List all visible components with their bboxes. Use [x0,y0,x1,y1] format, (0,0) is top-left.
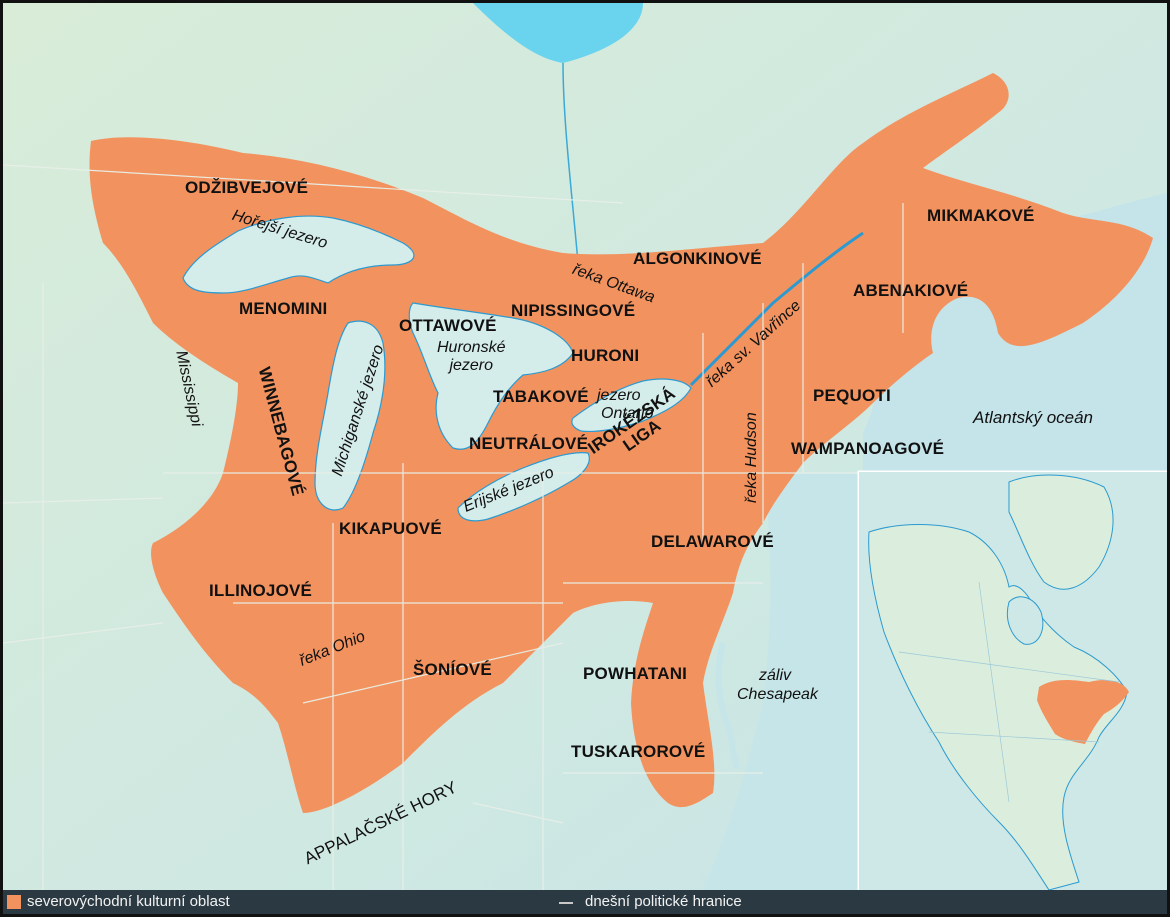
legend-border-label: dnešní politické hranice [585,893,742,910]
inset-culture-area [1037,679,1129,744]
label-jezero-ontario: jezero Ontario [597,387,653,423]
label-ontario: Ontario [601,405,654,422]
label-tuskarorove: TUSKAROROVÉ [571,742,706,761]
main-map [3,3,1167,890]
label-powhatani: POWHATANI [583,664,688,683]
label-abenakiove: ABENAKIOVÉ [853,281,969,300]
label-huronske-jezero: Huronské jezero [437,339,505,375]
inset-greenland [1008,474,1114,590]
label-soniove: ŠONÍOVÉ [413,660,492,679]
label-mikmakove: MIKMAKOVÉ [927,206,1035,225]
political-borders [3,164,904,890]
label-pequoti: PEQUOTI [813,386,891,405]
label-zaliv-chesapeak: záliv Chesapeak [737,666,818,704]
label-delawarove: DELAWAROVÉ [651,532,774,551]
coastal-water [703,473,863,890]
label-atlantsky-ocean: Atlantský oceán [973,408,1094,427]
inset-hudson-bay [1006,596,1044,645]
label-chesapeak: Chesapeak [737,686,818,703]
inset-continent [868,524,1128,890]
label-odzibvejove: ODŽIBVEJOVÉ [185,178,309,197]
label-illinojove: ILLINOJOVÉ [209,581,313,600]
label-huroni: HURONI [571,346,640,365]
legend-culture-area-swatch [7,895,21,909]
legend-bar: severovýchodní kulturní oblast dnešní po… [3,890,1167,914]
chesapeake-bay [715,642,741,770]
label-tabakove: TABAKOVÉ [493,387,589,406]
label-zaliv: záliv [759,667,792,684]
legend-border-line-icon [559,902,573,904]
lake-huron [408,302,574,450]
label-algonkinove: ALGONKINOVÉ [633,249,762,268]
lake-ontario [571,378,692,433]
st-lawrence-river [689,231,864,387]
label-kikapuove: KIKAPUOVÉ [339,519,442,538]
legend-culture-area-label: severovýchodní kulturní oblast [27,893,230,910]
lake-superior [182,215,415,294]
label-huronske-jezero-word: jezero [449,357,494,374]
label-ontario-jezero-word: jezero [597,387,641,404]
label-reka-hudson: řeka Hudson [743,412,760,503]
label-ottawove: OTTAWOVÉ [399,316,497,335]
label-nipissingove: NIPISSINGOVÉ [511,301,636,320]
label-neutralove: NEUTRÁLOVÉ [469,434,589,453]
label-huronske: Huronské [437,339,506,356]
label-menomini: MENOMINI [239,299,328,318]
hudson-bay-water [473,3,643,63]
lake-michigan [314,320,386,511]
lake-erie [457,452,590,522]
label-wampanoagove: WAMPANOAGOVÉ [791,439,945,458]
inset-north-america-map [859,472,1167,890]
